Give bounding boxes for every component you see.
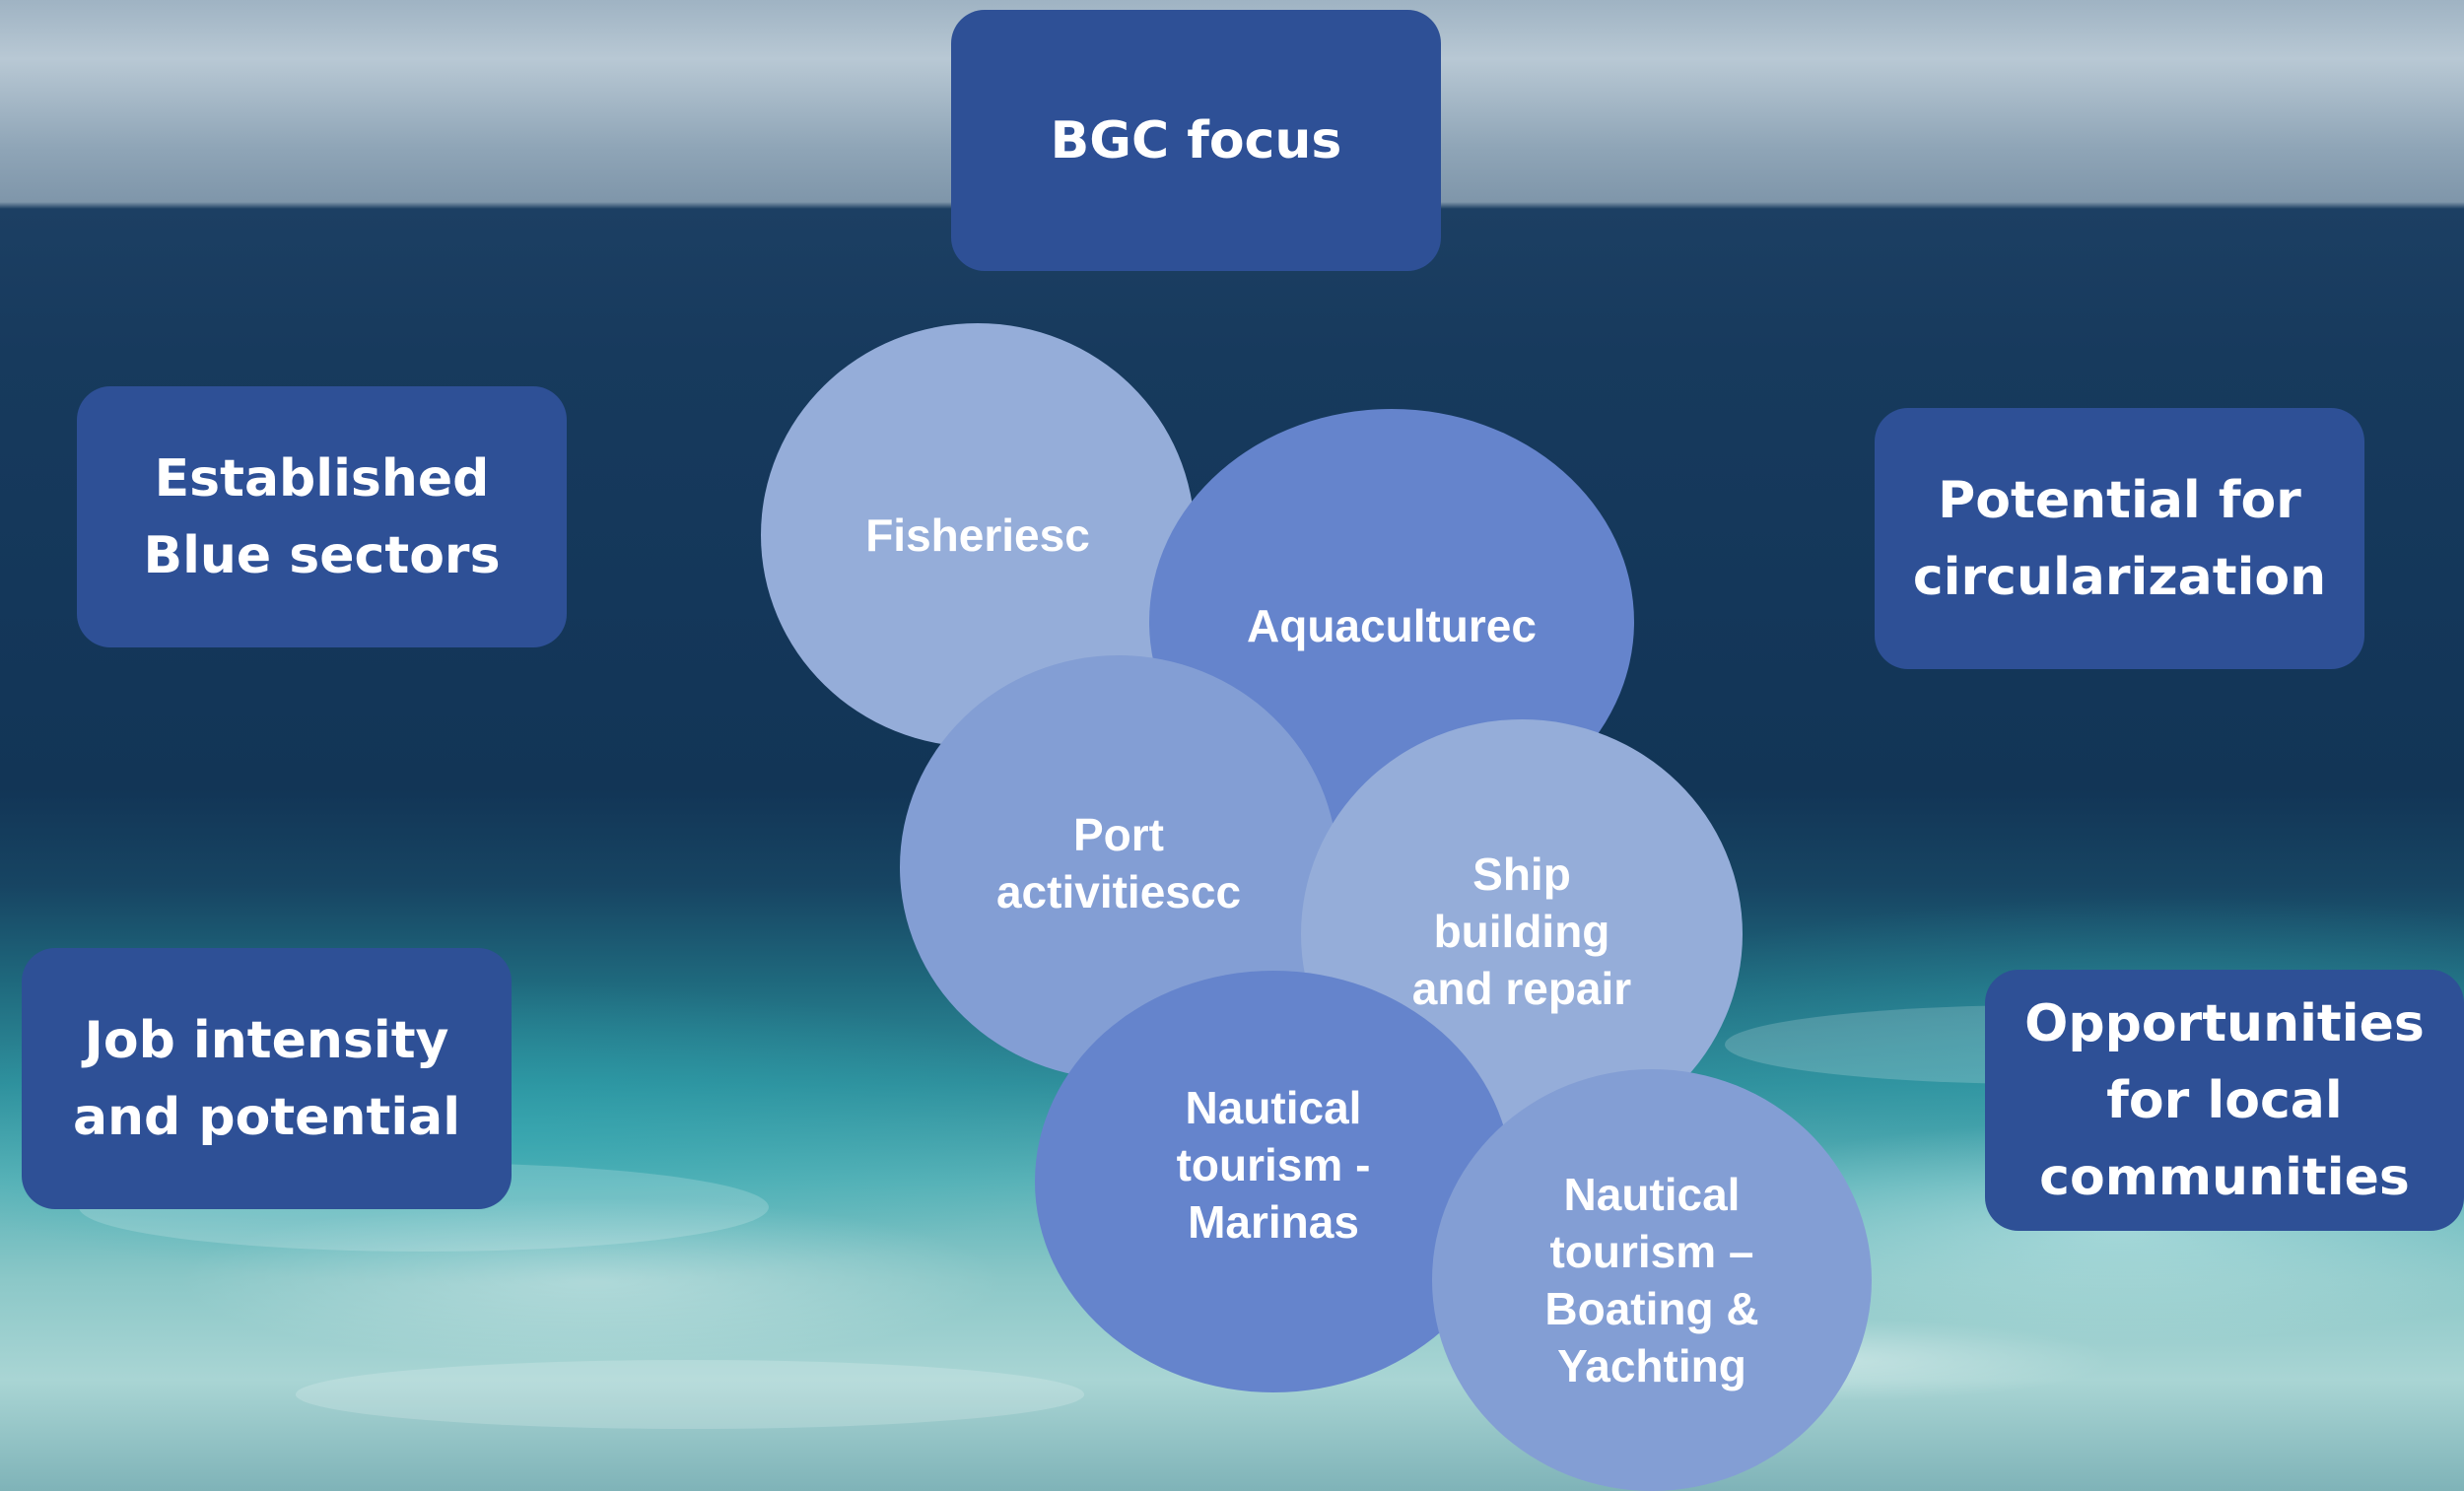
local-communities-box: Opportunities for local communities (1985, 970, 2464, 1231)
established-blue-sectors-box: Established Blue sectors (77, 386, 567, 647)
wave-foam (296, 1360, 1084, 1429)
bgc-focus-box: BGC focus (951, 10, 1441, 271)
sector-nautical-marinas-circle: Nautical tourism - Marinas (1035, 971, 1512, 1392)
potential-circularization-box: Potential for circularization (1875, 408, 2364, 669)
sector-nautical-boating-circle: Nautical tourism – Boating & Yachting (1432, 1069, 1872, 1491)
job-intensity-box: Job intensity and potential (22, 948, 512, 1209)
